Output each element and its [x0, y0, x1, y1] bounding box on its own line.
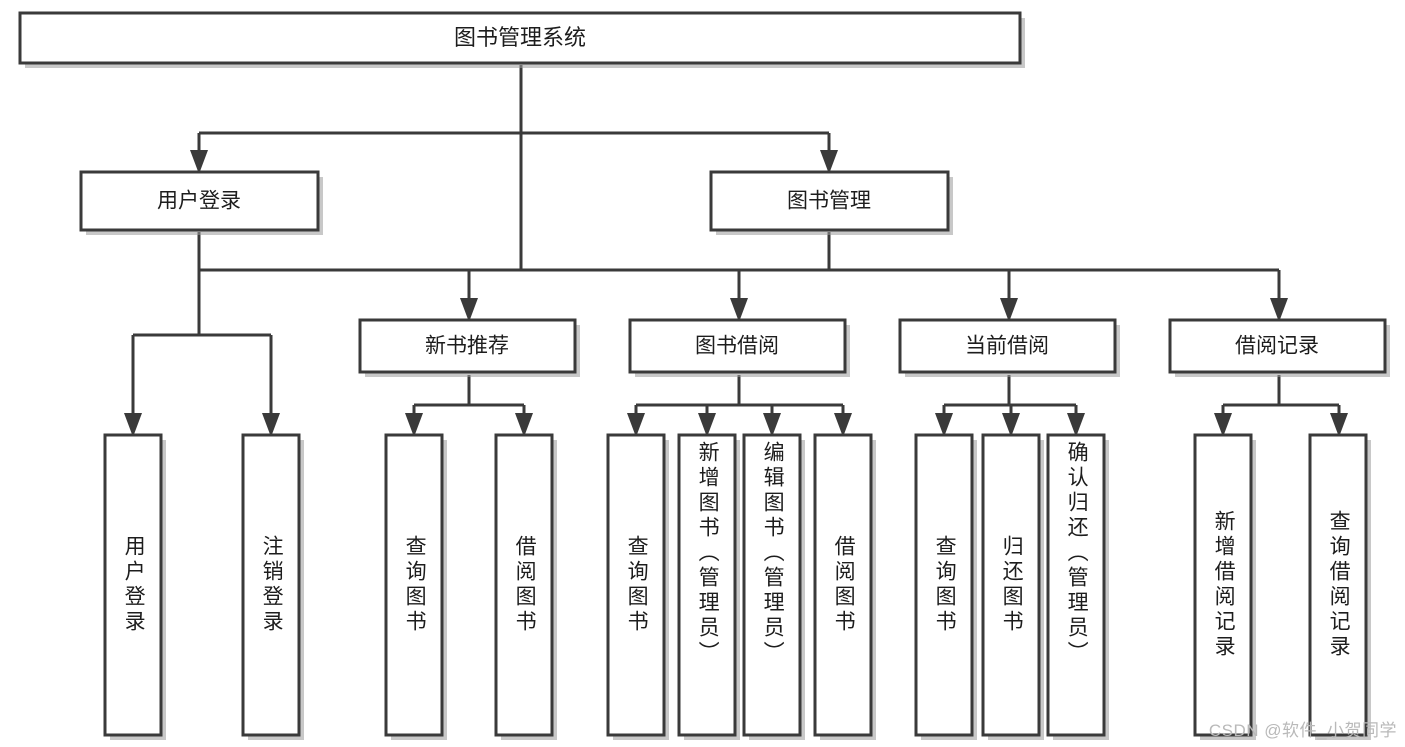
arrow-to-book-borrow	[730, 298, 748, 322]
arrow-to-leaf-user-login-0	[124, 413, 142, 437]
arrow-to-book-management	[820, 150, 838, 174]
leaf-box-new-book-1[interactable]	[494, 433, 557, 740]
arrow-to-new-book	[460, 298, 478, 322]
leaf-box-user-login-1[interactable]	[241, 433, 304, 740]
leaf-box-current-borrow-1[interactable]	[981, 433, 1044, 740]
leaf-boxes	[103, 433, 1371, 740]
leaf-box-current-borrow-2[interactable]	[1046, 433, 1109, 740]
node-book-management[interactable]: 图书管理	[709, 170, 953, 235]
leaf-box-book-borrow-0[interactable]	[606, 433, 669, 740]
arrow-to-leaf-new-book-1	[515, 413, 533, 437]
arrow-to-leaf-current-borrow-2	[1067, 413, 1085, 437]
node-new-book-label: 新书推荐	[425, 335, 509, 358]
arrow-to-current-borrow	[1000, 298, 1018, 322]
leaf-box-borrow-record-0[interactable]	[1193, 433, 1256, 740]
arrow-to-leaf-current-borrow-1	[1002, 413, 1020, 437]
leaf-box-current-borrow-0[interactable]	[914, 433, 977, 740]
node-user-login[interactable]: 用户登录	[79, 170, 323, 235]
arrow-to-borrow-record	[1270, 298, 1288, 322]
node-current-borrow[interactable]: 当前借阅	[898, 318, 1120, 377]
arrow-to-leaf-borrow-record-1	[1330, 413, 1348, 437]
leaf-box-book-borrow-1[interactable]	[677, 433, 740, 740]
connector-layer	[199, 65, 829, 272]
node-root[interactable]: 图书管理系统	[18, 11, 1025, 68]
connector-layer-main	[124, 65, 1348, 437]
node-borrow-record[interactable]: 借阅记录	[1168, 318, 1390, 377]
arrow-to-leaf-book-borrow-3	[834, 413, 852, 437]
leaf-box-borrow-record-1[interactable]	[1308, 433, 1371, 740]
leaf-box-book-borrow-2[interactable]	[742, 433, 805, 740]
arrow-to-leaf-book-borrow-1	[698, 413, 716, 437]
arrow-to-leaf-borrow-record-0	[1214, 413, 1232, 437]
leaf-box-book-borrow-3[interactable]	[813, 433, 876, 740]
arrow-to-leaf-book-borrow-0	[627, 413, 645, 437]
node-new-book[interactable]: 新书推荐	[358, 318, 580, 377]
arrow-to-leaf-user-login-1	[262, 413, 280, 437]
node-current-borrow-label: 当前借阅	[965, 335, 1049, 358]
arrow-to-leaf-current-borrow-0	[935, 413, 953, 437]
node-book-borrow[interactable]: 图书借阅	[628, 318, 850, 377]
arrow-to-user-login	[190, 150, 208, 174]
leaf-box-user-login-0[interactable]	[103, 433, 166, 740]
node-book-management-label: 图书管理	[787, 190, 871, 213]
arrow-to-leaf-new-book-0	[405, 413, 423, 437]
node-book-borrow-label: 图书借阅	[695, 335, 779, 358]
arrow-to-leaf-book-borrow-2	[763, 413, 781, 437]
node-borrow-record-label: 借阅记录	[1235, 335, 1319, 358]
node-root-label: 图书管理系统	[454, 25, 586, 50]
leaf-box-new-book-0[interactable]	[384, 433, 447, 740]
node-user-login-label: 用户登录	[157, 190, 241, 213]
